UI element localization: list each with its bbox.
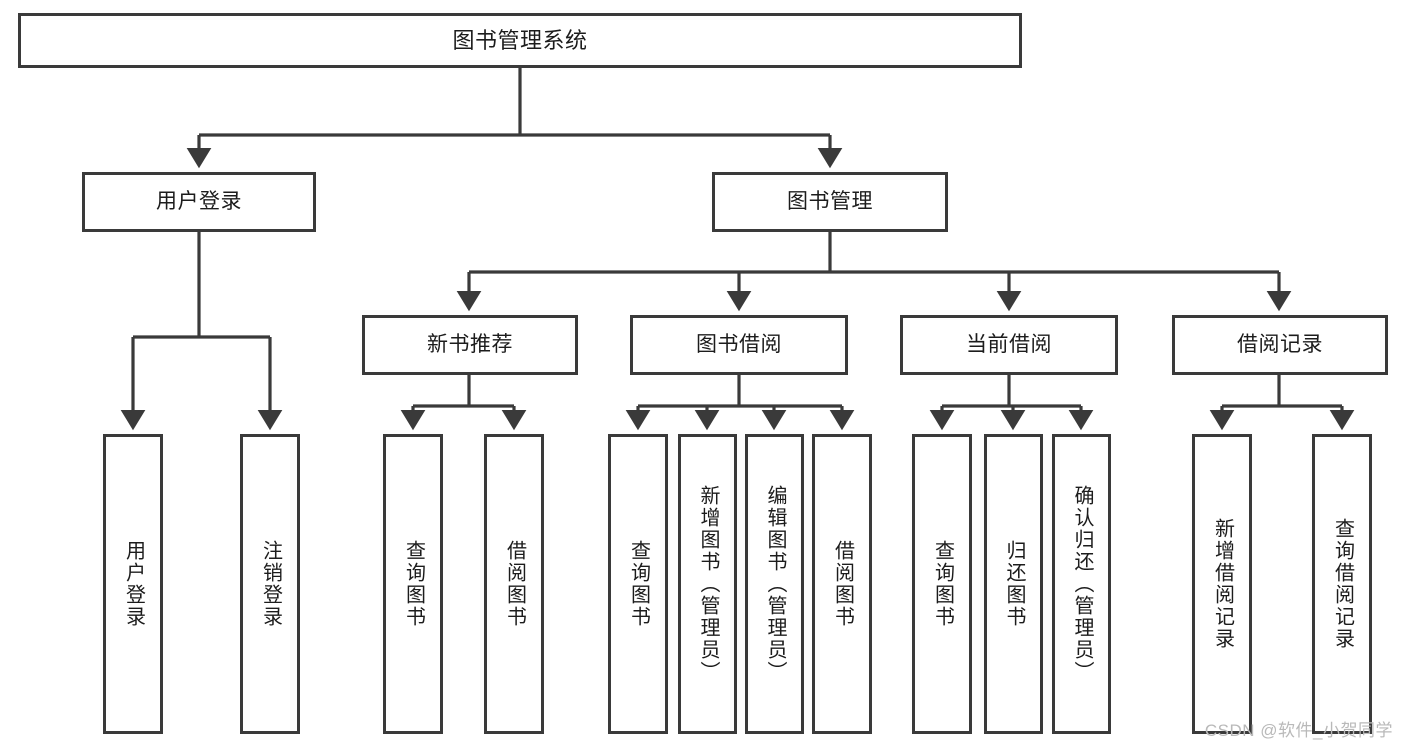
node-label: 新增图书（管理员） — [697, 485, 719, 683]
leaf-borrow-book-recommend[interactable]: 借阅图书 — [484, 434, 544, 734]
leaf-edit-book-admin[interactable]: 编辑图书（管理员） — [745, 434, 804, 734]
node-label: 用户登录 — [122, 540, 145, 628]
node-label: 查询图书 — [402, 540, 425, 628]
node-book-borrow[interactable]: 图书借阅 — [630, 315, 848, 375]
node-label: 编辑图书（管理员） — [764, 485, 786, 683]
node-label: 图书借阅 — [696, 332, 782, 356]
node-label: 归还图书 — [1003, 540, 1025, 628]
leaf-logout[interactable]: 注销登录 — [240, 434, 300, 734]
node-label: 新增借阅记录 — [1211, 518, 1234, 650]
leaf-query-book-borrow[interactable]: 查询图书 — [608, 434, 668, 734]
leaf-user-login[interactable]: 用户登录 — [103, 434, 163, 734]
node-label: 查询图书 — [931, 540, 954, 628]
node-label: 查询借阅记录 — [1331, 518, 1354, 650]
watermark-text: CSDN @软件_小贺同学 — [1204, 721, 1393, 740]
node-book-management[interactable]: 图书管理 — [712, 172, 948, 232]
node-label: 图书管理系统 — [452, 27, 588, 53]
node-new-book-recommend[interactable]: 新书推荐 — [362, 315, 578, 375]
node-label: 注销登录 — [259, 540, 282, 628]
leaf-confirm-return-admin[interactable]: 确认归还（管理员） — [1052, 434, 1111, 734]
leaf-return-book[interactable]: 归还图书 — [984, 434, 1043, 734]
node-label: 借阅图书 — [503, 540, 526, 628]
leaf-query-book-current[interactable]: 查询图书 — [912, 434, 972, 734]
node-label: 借阅记录 — [1237, 332, 1323, 356]
leaf-query-book-recommend[interactable]: 查询图书 — [383, 434, 443, 734]
leaf-add-book-admin[interactable]: 新增图书（管理员） — [678, 434, 737, 734]
leaf-add-borrow-record[interactable]: 新增借阅记录 — [1192, 434, 1252, 734]
node-label: 查询图书 — [627, 540, 650, 628]
node-label: 当前借阅 — [966, 332, 1052, 356]
node-label: 用户登录 — [156, 189, 242, 213]
node-borrow-record[interactable]: 借阅记录 — [1172, 315, 1388, 375]
node-user-login[interactable]: 用户登录 — [82, 172, 316, 232]
node-label: 借阅图书 — [831, 540, 854, 628]
node-current-borrow[interactable]: 当前借阅 — [900, 315, 1118, 375]
leaf-borrow-book[interactable]: 借阅图书 — [812, 434, 872, 734]
node-label: 新书推荐 — [427, 332, 513, 356]
node-root-system[interactable]: 图书管理系统 — [18, 13, 1022, 68]
node-label: 图书管理 — [787, 189, 873, 213]
node-label: 确认归还（管理员） — [1071, 485, 1093, 683]
leaf-query-borrow-record[interactable]: 查询借阅记录 — [1312, 434, 1372, 734]
